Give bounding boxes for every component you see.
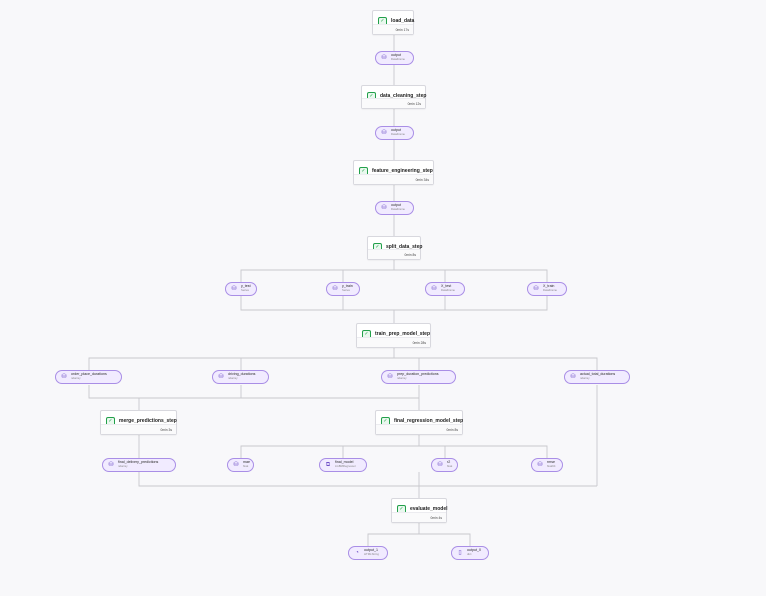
artifact-type: float	[447, 464, 453, 468]
step-name: merge_predictions_step	[119, 418, 177, 424]
artifact-name: output	[391, 128, 401, 133]
artifact-name: output	[391, 53, 401, 58]
database-icon: ⛁	[233, 462, 239, 468]
database-icon: ⛁	[381, 130, 387, 136]
artifact-name: driving_durations	[228, 372, 256, 377]
artifact-type: ndarray	[580, 376, 590, 380]
artifact-type: ndarray	[228, 376, 238, 380]
step-train-prep-model[interactable]: ✓train_prep_model_step 0min 28s	[356, 323, 431, 348]
step-load-data[interactable]: ✓load_data 0min 17s	[372, 10, 414, 35]
artifact-name: mae	[243, 460, 250, 465]
step-duration: 0min 34s	[354, 174, 433, 184]
step-duration: 0min 8s	[368, 249, 420, 259]
step-duration: 0min 17s	[373, 24, 413, 34]
artifact-name: output_1	[364, 548, 378, 553]
database-icon: ⛁	[381, 55, 387, 61]
step-evaluate-model[interactable]: ✓evaluate_model 0min 4s	[391, 498, 448, 523]
step-merge-predictions[interactable]: ✓merge_predictions_step 0min 3s	[100, 410, 177, 435]
artifact-name: X_train	[543, 284, 555, 289]
artifact-name: prep_duration_predictions	[397, 372, 439, 377]
database-icon: ⛁	[533, 286, 539, 292]
step-feature-engineering[interactable]: ✓feature_engineering_step 0min 34s	[353, 160, 434, 185]
artifact-type: Series	[241, 288, 249, 292]
step-name: evaluate_model	[410, 506, 448, 512]
artifact-name: order_place_durations	[71, 372, 107, 377]
database-icon: ⛁	[61, 374, 67, 380]
step-final-regression-model[interactable]: ✓final_regression_model_step 0min 8s	[375, 410, 463, 435]
chart-icon: ◔	[355, 550, 359, 556]
step-data-cleaning[interactable]: ✓data_cleaning_step 0min 12s	[361, 85, 426, 109]
artifact-type: float64	[547, 464, 556, 468]
artifact-type: LGBMRegressor	[335, 464, 356, 468]
artifact-type: HTMLString	[364, 552, 379, 556]
database-icon: ⛁	[332, 286, 338, 292]
artifact-type: DataFrame	[391, 132, 405, 136]
artifact-name: output_0	[467, 548, 481, 553]
database-icon: ⛁	[218, 374, 224, 380]
step-duration: 0min 12s	[362, 98, 425, 108]
artifact-type: DataFrame	[543, 288, 557, 292]
step-name: train_prep_model_step	[375, 331, 431, 337]
step-duration: 0min 4s	[392, 512, 446, 522]
model-icon: ⧉	[325, 462, 331, 468]
database-icon: ⛁	[431, 286, 437, 292]
step-name: data_cleaning_step	[380, 93, 427, 99]
database-icon: ⛁	[437, 462, 443, 468]
artifact-name: y_train	[342, 284, 353, 289]
artifact-type: DataFrame	[441, 288, 455, 292]
document-icon: ▯	[458, 550, 462, 556]
database-icon: ⛁	[537, 462, 543, 468]
artifact-name: final_delivery_predictions	[118, 460, 159, 465]
artifact-type: DataFrame	[391, 207, 405, 211]
artifact-type: ndarray	[118, 464, 128, 468]
artifact-type: ndarray	[397, 376, 407, 380]
step-duration: 0min 8s	[376, 424, 462, 434]
artifact-type: float	[243, 464, 249, 468]
artifact-type: ndarray	[71, 376, 81, 380]
artifact-name: r2	[447, 460, 451, 465]
artifact-type: DataFrame	[391, 57, 405, 61]
database-icon: ⛁	[387, 374, 393, 380]
step-duration: 0min 28s	[357, 337, 430, 347]
artifact-type: Series	[342, 288, 350, 292]
artifact-name: final_model	[335, 460, 354, 465]
database-icon: ⛁	[381, 205, 387, 211]
artifact-name: y_test	[241, 284, 251, 289]
database-icon: ⛁	[108, 462, 114, 468]
artifact-name: actual_total_durations	[580, 372, 616, 377]
step-duration: 0min 3s	[101, 424, 176, 434]
step-name: feature_engineering_step	[372, 168, 433, 174]
step-split-data[interactable]: ✓split_data_step 0min 8s	[367, 236, 423, 260]
artifact-type: dict	[467, 552, 472, 556]
step-name: split_data_step	[386, 244, 423, 250]
database-icon: ⛁	[231, 286, 237, 292]
artifact-name: X_test	[441, 284, 452, 289]
step-name: load_data	[391, 18, 415, 24]
step-name: final_regression_model_step	[394, 418, 464, 424]
artifact-name: rmse	[547, 460, 555, 465]
artifact-name: output	[391, 203, 401, 208]
database-icon: ⛁	[570, 374, 576, 380]
